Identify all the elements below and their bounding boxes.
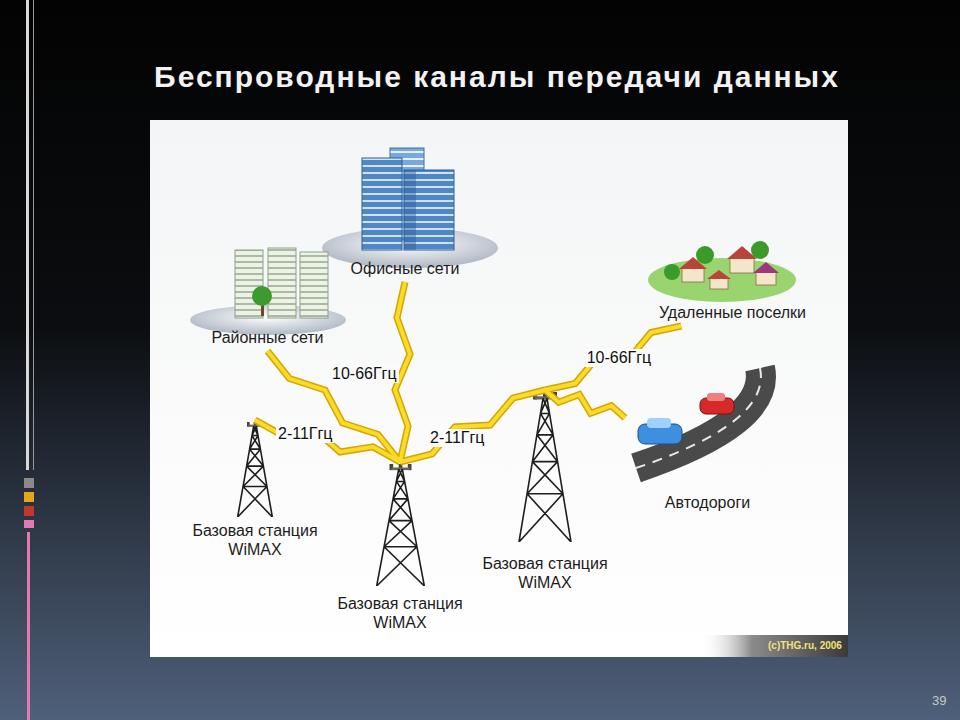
frequency-label: 2-11Ггц bbox=[428, 429, 487, 447]
base-station: Базовая станция WiMAX bbox=[185, 420, 325, 563]
lightning-outline bbox=[395, 282, 410, 462]
district-network: Районные сети bbox=[195, 235, 340, 351]
lightning-outline bbox=[545, 326, 681, 390]
node-label: Офисные сети bbox=[351, 259, 460, 278]
office-buildings bbox=[322, 148, 498, 268]
lightning-link bbox=[545, 390, 625, 418]
node-label: Базовая станция WiMAX bbox=[477, 554, 613, 592]
lightning-outline bbox=[255, 420, 400, 462]
node-label: Автодороги bbox=[665, 493, 750, 512]
office-network: Офисные сети bbox=[330, 140, 480, 282]
lightning-link bbox=[545, 326, 681, 390]
tower-symbol bbox=[377, 464, 425, 586]
page-number: 39 bbox=[932, 693, 946, 708]
lightning-link bbox=[395, 282, 410, 462]
frequency-label: 2-11Ггц bbox=[276, 425, 335, 443]
tower-symbol bbox=[238, 422, 273, 517]
node-label: Базовая станция WiMAX bbox=[187, 521, 323, 559]
frequency-label: 10-66Ггц bbox=[585, 349, 654, 367]
lightning-link bbox=[255, 420, 400, 462]
district-buildings bbox=[190, 248, 346, 335]
copyright-note: (c)THG.ru, 2006 bbox=[768, 640, 842, 651]
base-station: Базовая станция WiMAX bbox=[475, 390, 615, 596]
frequency-label: 10-66Ггц bbox=[330, 365, 399, 383]
road-with-cars bbox=[636, 368, 761, 468]
side-decoration bbox=[24, 0, 34, 720]
node-label: Районные сети bbox=[211, 328, 323, 347]
copyright-bar bbox=[700, 635, 848, 657]
tower-symbol bbox=[519, 392, 571, 542]
lightning-outline bbox=[400, 390, 545, 462]
picture-panel bbox=[150, 120, 848, 657]
node-label: Базовая станция WiMAX bbox=[332, 594, 468, 632]
lightning-outline bbox=[545, 390, 625, 418]
village-houses bbox=[648, 241, 796, 302]
highways: Автодороги bbox=[625, 365, 790, 516]
lightning-link bbox=[400, 390, 545, 462]
node-label: Удаленные поселки bbox=[659, 303, 806, 322]
slide-title: Беспроводные каналы передачи данных bbox=[0, 60, 960, 94]
remote-villages: Удаленные поселки bbox=[630, 235, 835, 326]
base-station: Базовая станция WiMAX bbox=[330, 462, 470, 636]
